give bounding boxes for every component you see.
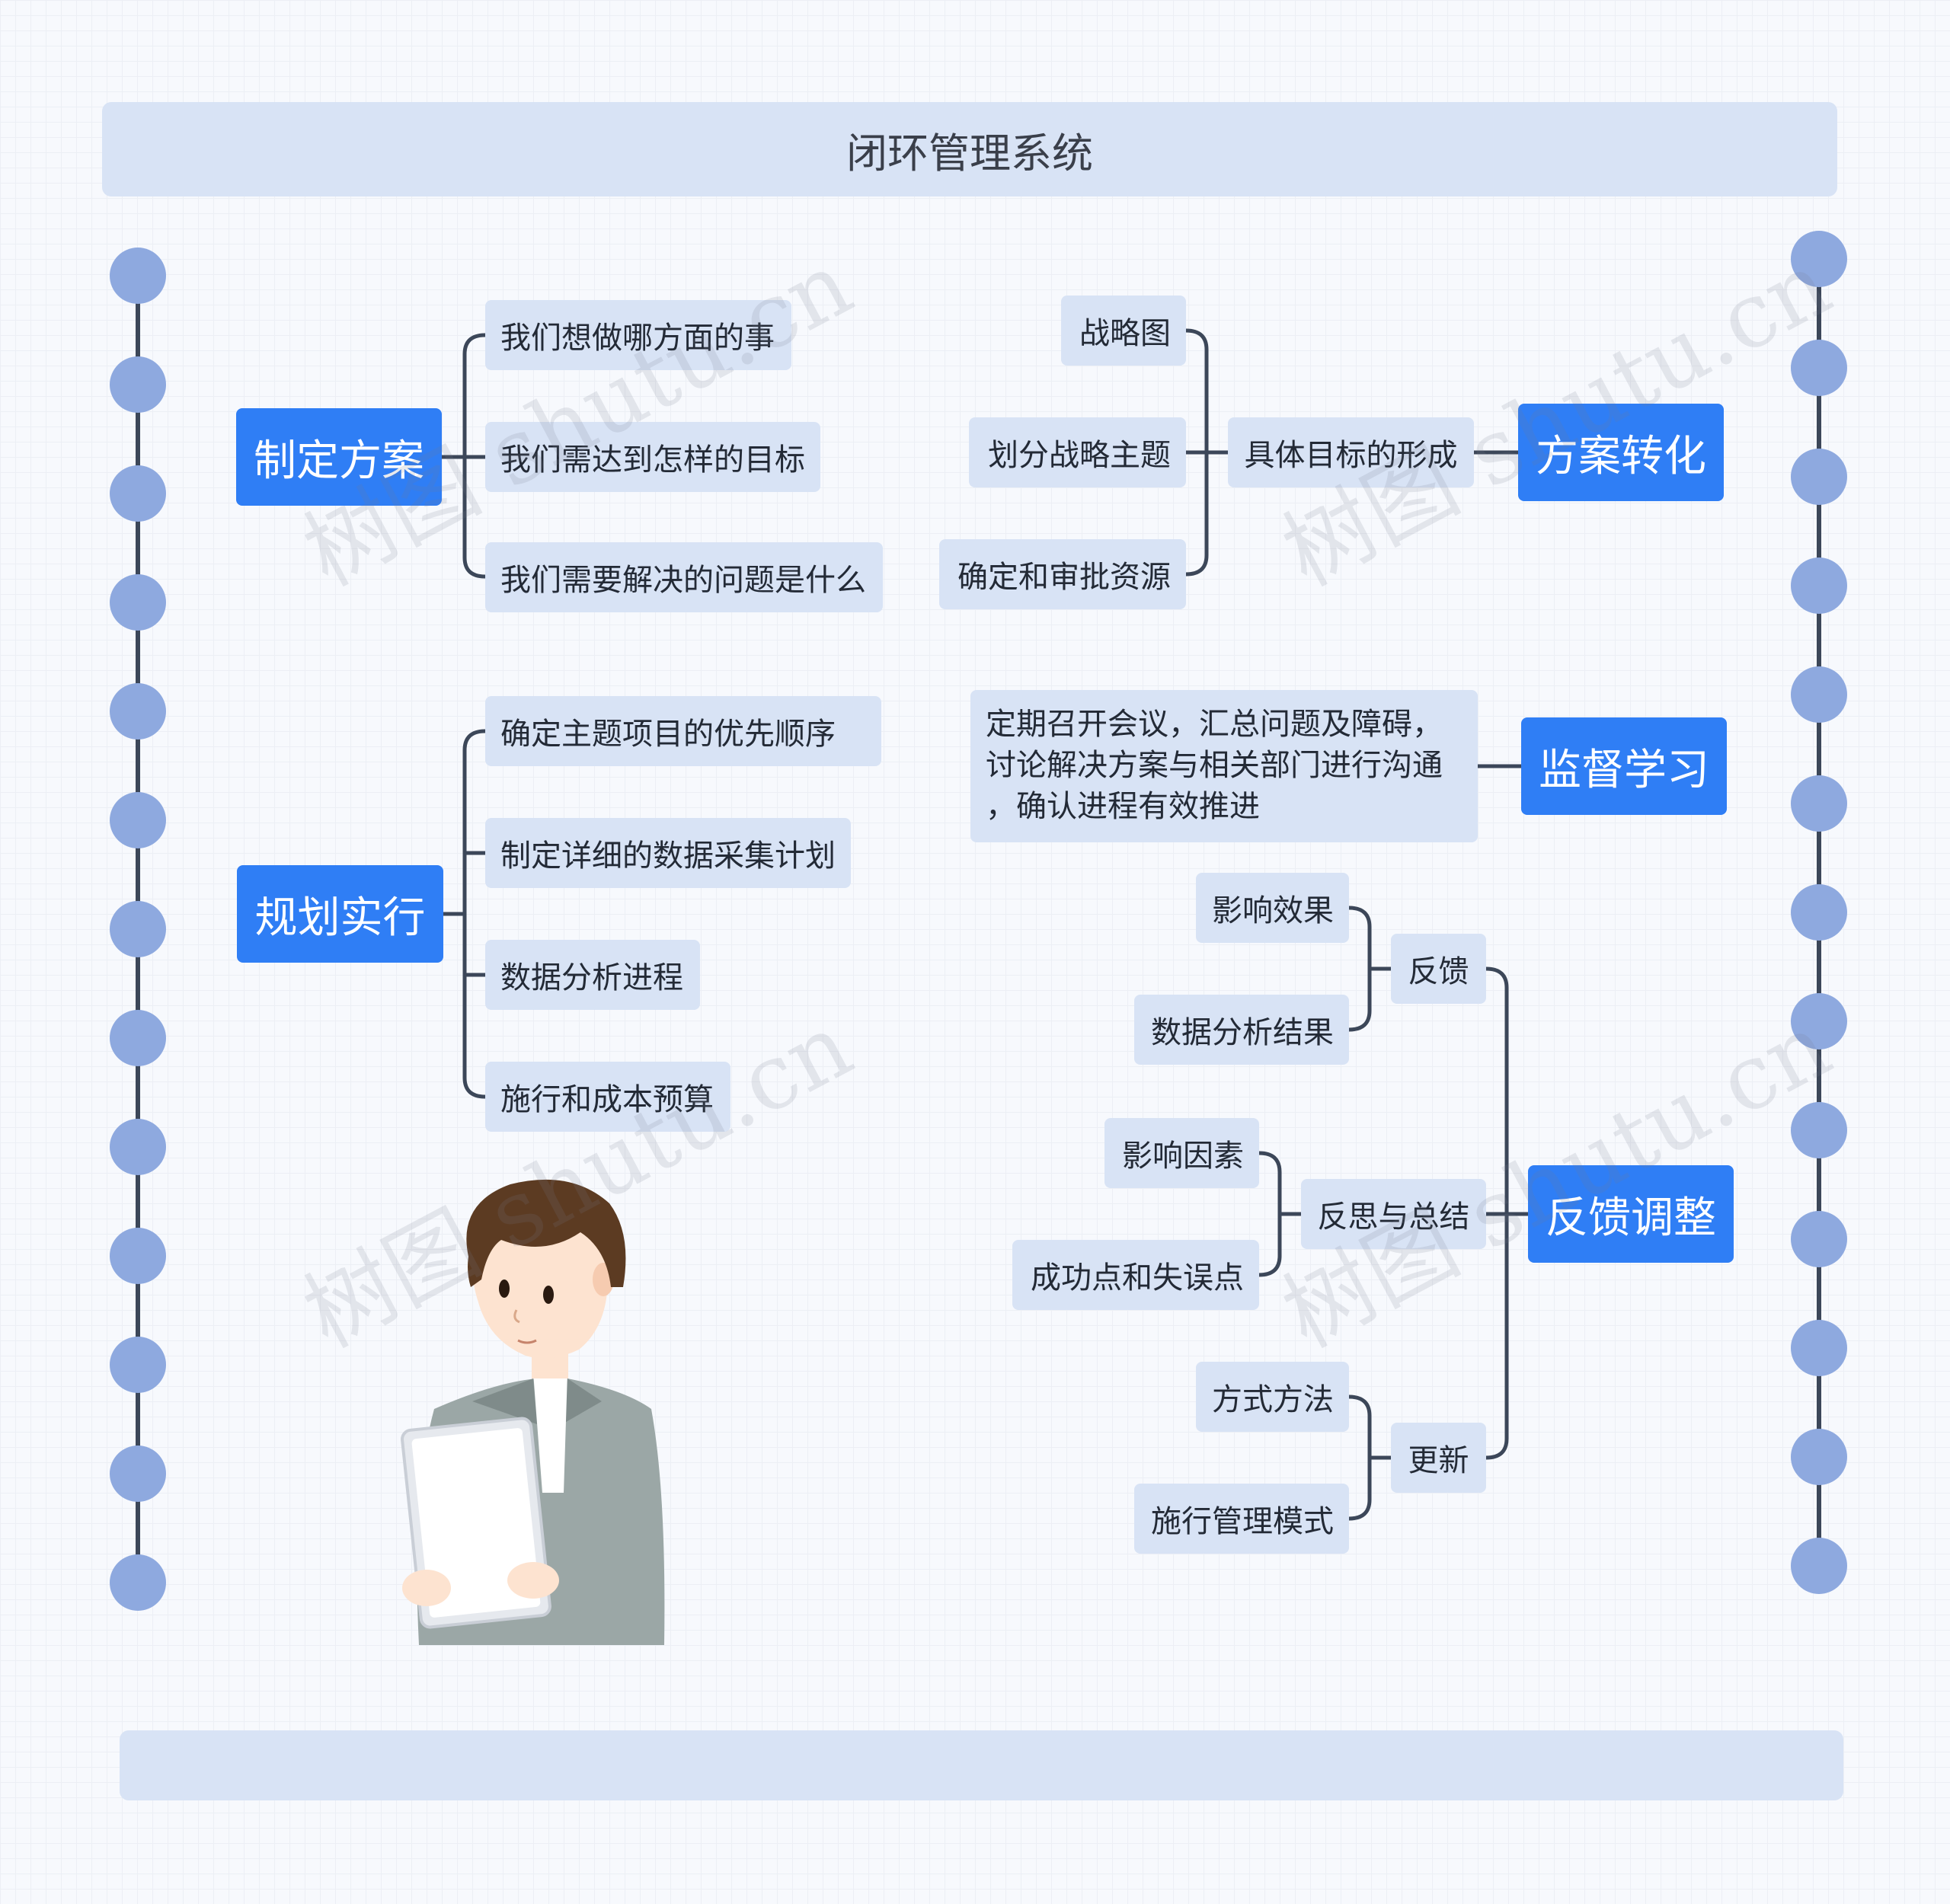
rail-dot (110, 1119, 166, 1175)
implement-child-4-label: 施行和成本预算 (500, 1082, 714, 1117)
adjust-group-reflect[interactable]: 反思与总结 (1301, 1179, 1486, 1249)
node-supervise-label: 监督学习 (1539, 745, 1709, 795)
convert-child-2[interactable]: 划分战略主题 (969, 417, 1186, 487)
convert-child-1-label: 战略图 (1079, 316, 1171, 351)
convert-middle-label: 具体目标的形成 (1244, 438, 1458, 473)
plan-child-3[interactable]: 我们需要解决的问题是什么 (485, 542, 883, 612)
rail-dot (110, 1554, 166, 1611)
rail-dot (1791, 884, 1847, 941)
rail-dot (1791, 1429, 1847, 1485)
adjust-group-reflect-label: 反思与总结 (1317, 1200, 1470, 1235)
node-supervise[interactable]: 监督学习 (1521, 717, 1727, 815)
page-title: 闭环管理系统 (846, 129, 1093, 177)
rail-dot (110, 574, 166, 631)
feedback-child-2-label: 数据分析结果 (1151, 1015, 1334, 1050)
title-banner: 闭环管理系统 (102, 102, 1837, 196)
convert-child-2-label: 划分战略主题 (988, 438, 1171, 473)
implement-child-3[interactable]: 数据分析进程 (485, 940, 700, 1010)
rail-dot (1791, 1538, 1847, 1594)
convert-child-3[interactable]: 确定和审批资源 (939, 539, 1186, 609)
update-child-2[interactable]: 施行管理模式 (1134, 1484, 1349, 1554)
reflect-child-1[interactable]: 影响因素 (1104, 1118, 1259, 1188)
plan-child-1-label: 我们想做哪方面的事 (500, 321, 775, 356)
supervise-detail-line-2: 讨论解决方案与相关部门进行沟通 (986, 748, 1443, 783)
feedback-child-2[interactable]: 数据分析结果 (1134, 995, 1349, 1065)
reflect-child-2[interactable]: 成功点和失误点 (1012, 1240, 1259, 1310)
node-plan-label: 制定方案 (254, 436, 424, 486)
rail-dot (110, 792, 166, 848)
rail-dot (110, 1010, 166, 1066)
supervise-detail-line-1: 定期召开会议，汇总问题及障碍， (986, 707, 1443, 742)
node-adjust-label: 反馈调整 (1546, 1193, 1716, 1243)
rail-dot (1791, 775, 1847, 832)
adjust-group-feedback[interactable]: 反馈 (1391, 934, 1486, 1004)
node-plan[interactable]: 制定方案 (236, 408, 442, 506)
rail-dot (110, 1228, 166, 1284)
node-implement[interactable]: 规划实行 (237, 865, 443, 963)
plan-child-2[interactable]: 我们需达到怎样的目标 (485, 422, 820, 492)
rail-dot (1791, 1320, 1847, 1376)
adjust-group-update[interactable]: 更新 (1391, 1423, 1486, 1493)
node-adjust[interactable]: 反馈调整 (1528, 1165, 1734, 1263)
rail-dot (1791, 340, 1847, 396)
update-child-1[interactable]: 方式方法 (1196, 1362, 1349, 1432)
reflect-child-1-label: 影响因素 (1122, 1139, 1244, 1174)
supervise-detail-line-3: ，确认进程有效推进 (986, 789, 1260, 824)
implement-child-2-label: 制定详细的数据采集计划 (500, 839, 836, 874)
rail-dot (1791, 1102, 1847, 1158)
implement-child-1-label: 确定主题项目的优先顺序 (500, 717, 836, 752)
implement-child-2[interactable]: 制定详细的数据采集计划 (485, 818, 851, 888)
plan-child-1[interactable]: 我们想做哪方面的事 (485, 300, 791, 370)
implement-child-1[interactable]: 确定主题项目的优先顺序 (485, 696, 881, 766)
rail-dot (110, 683, 166, 740)
rail-dot (110, 1446, 166, 1502)
implement-child-3-label: 数据分析进程 (500, 960, 683, 995)
update-child-2-label: 施行管理模式 (1151, 1504, 1334, 1539)
supervise-detail[interactable]: 定期召开会议，汇总问题及障碍， 讨论解决方案与相关部门进行沟通 ，确认进程有效推… (970, 690, 1478, 842)
reflect-child-2-label: 成功点和失误点 (1031, 1260, 1244, 1295)
node-implement-label: 规划实行 (254, 893, 426, 943)
rail-dot (1791, 449, 1847, 505)
adjust-group-feedback-label: 反馈 (1408, 954, 1469, 989)
footer-band (120, 1730, 1843, 1800)
rail-dot (110, 465, 166, 522)
plan-child-2-label: 我们需达到怎样的目标 (500, 442, 805, 478)
implement-child-4[interactable]: 施行和成本预算 (485, 1062, 730, 1132)
rail-dot (110, 1337, 166, 1393)
convert-child-1[interactable]: 战略图 (1061, 296, 1186, 366)
feedback-child-1[interactable]: 影响效果 (1196, 873, 1349, 943)
rail-dot (1791, 993, 1847, 1049)
rail-dot (1791, 231, 1847, 287)
node-convert-label: 方案转化 (1536, 431, 1706, 481)
businessman-illustration (401, 1179, 665, 1645)
rail-dot (110, 356, 166, 413)
adjust-group-update-label: 更新 (1408, 1443, 1469, 1478)
rail-dot (1791, 666, 1847, 723)
rail-dot (1791, 1211, 1847, 1267)
plan-child-3-label: 我们需要解决的问题是什么 (500, 563, 866, 598)
feedback-child-1-label: 影响效果 (1212, 893, 1334, 928)
convert-middle[interactable]: 具体目标的形成 (1228, 417, 1474, 487)
update-child-1-label: 方式方法 (1212, 1382, 1334, 1417)
node-convert[interactable]: 方案转化 (1518, 404, 1724, 501)
rail-dot (110, 248, 166, 304)
convert-child-3-label: 确定和审批资源 (957, 560, 1171, 595)
rail-dot (110, 901, 166, 957)
rail-dot (1791, 557, 1847, 614)
